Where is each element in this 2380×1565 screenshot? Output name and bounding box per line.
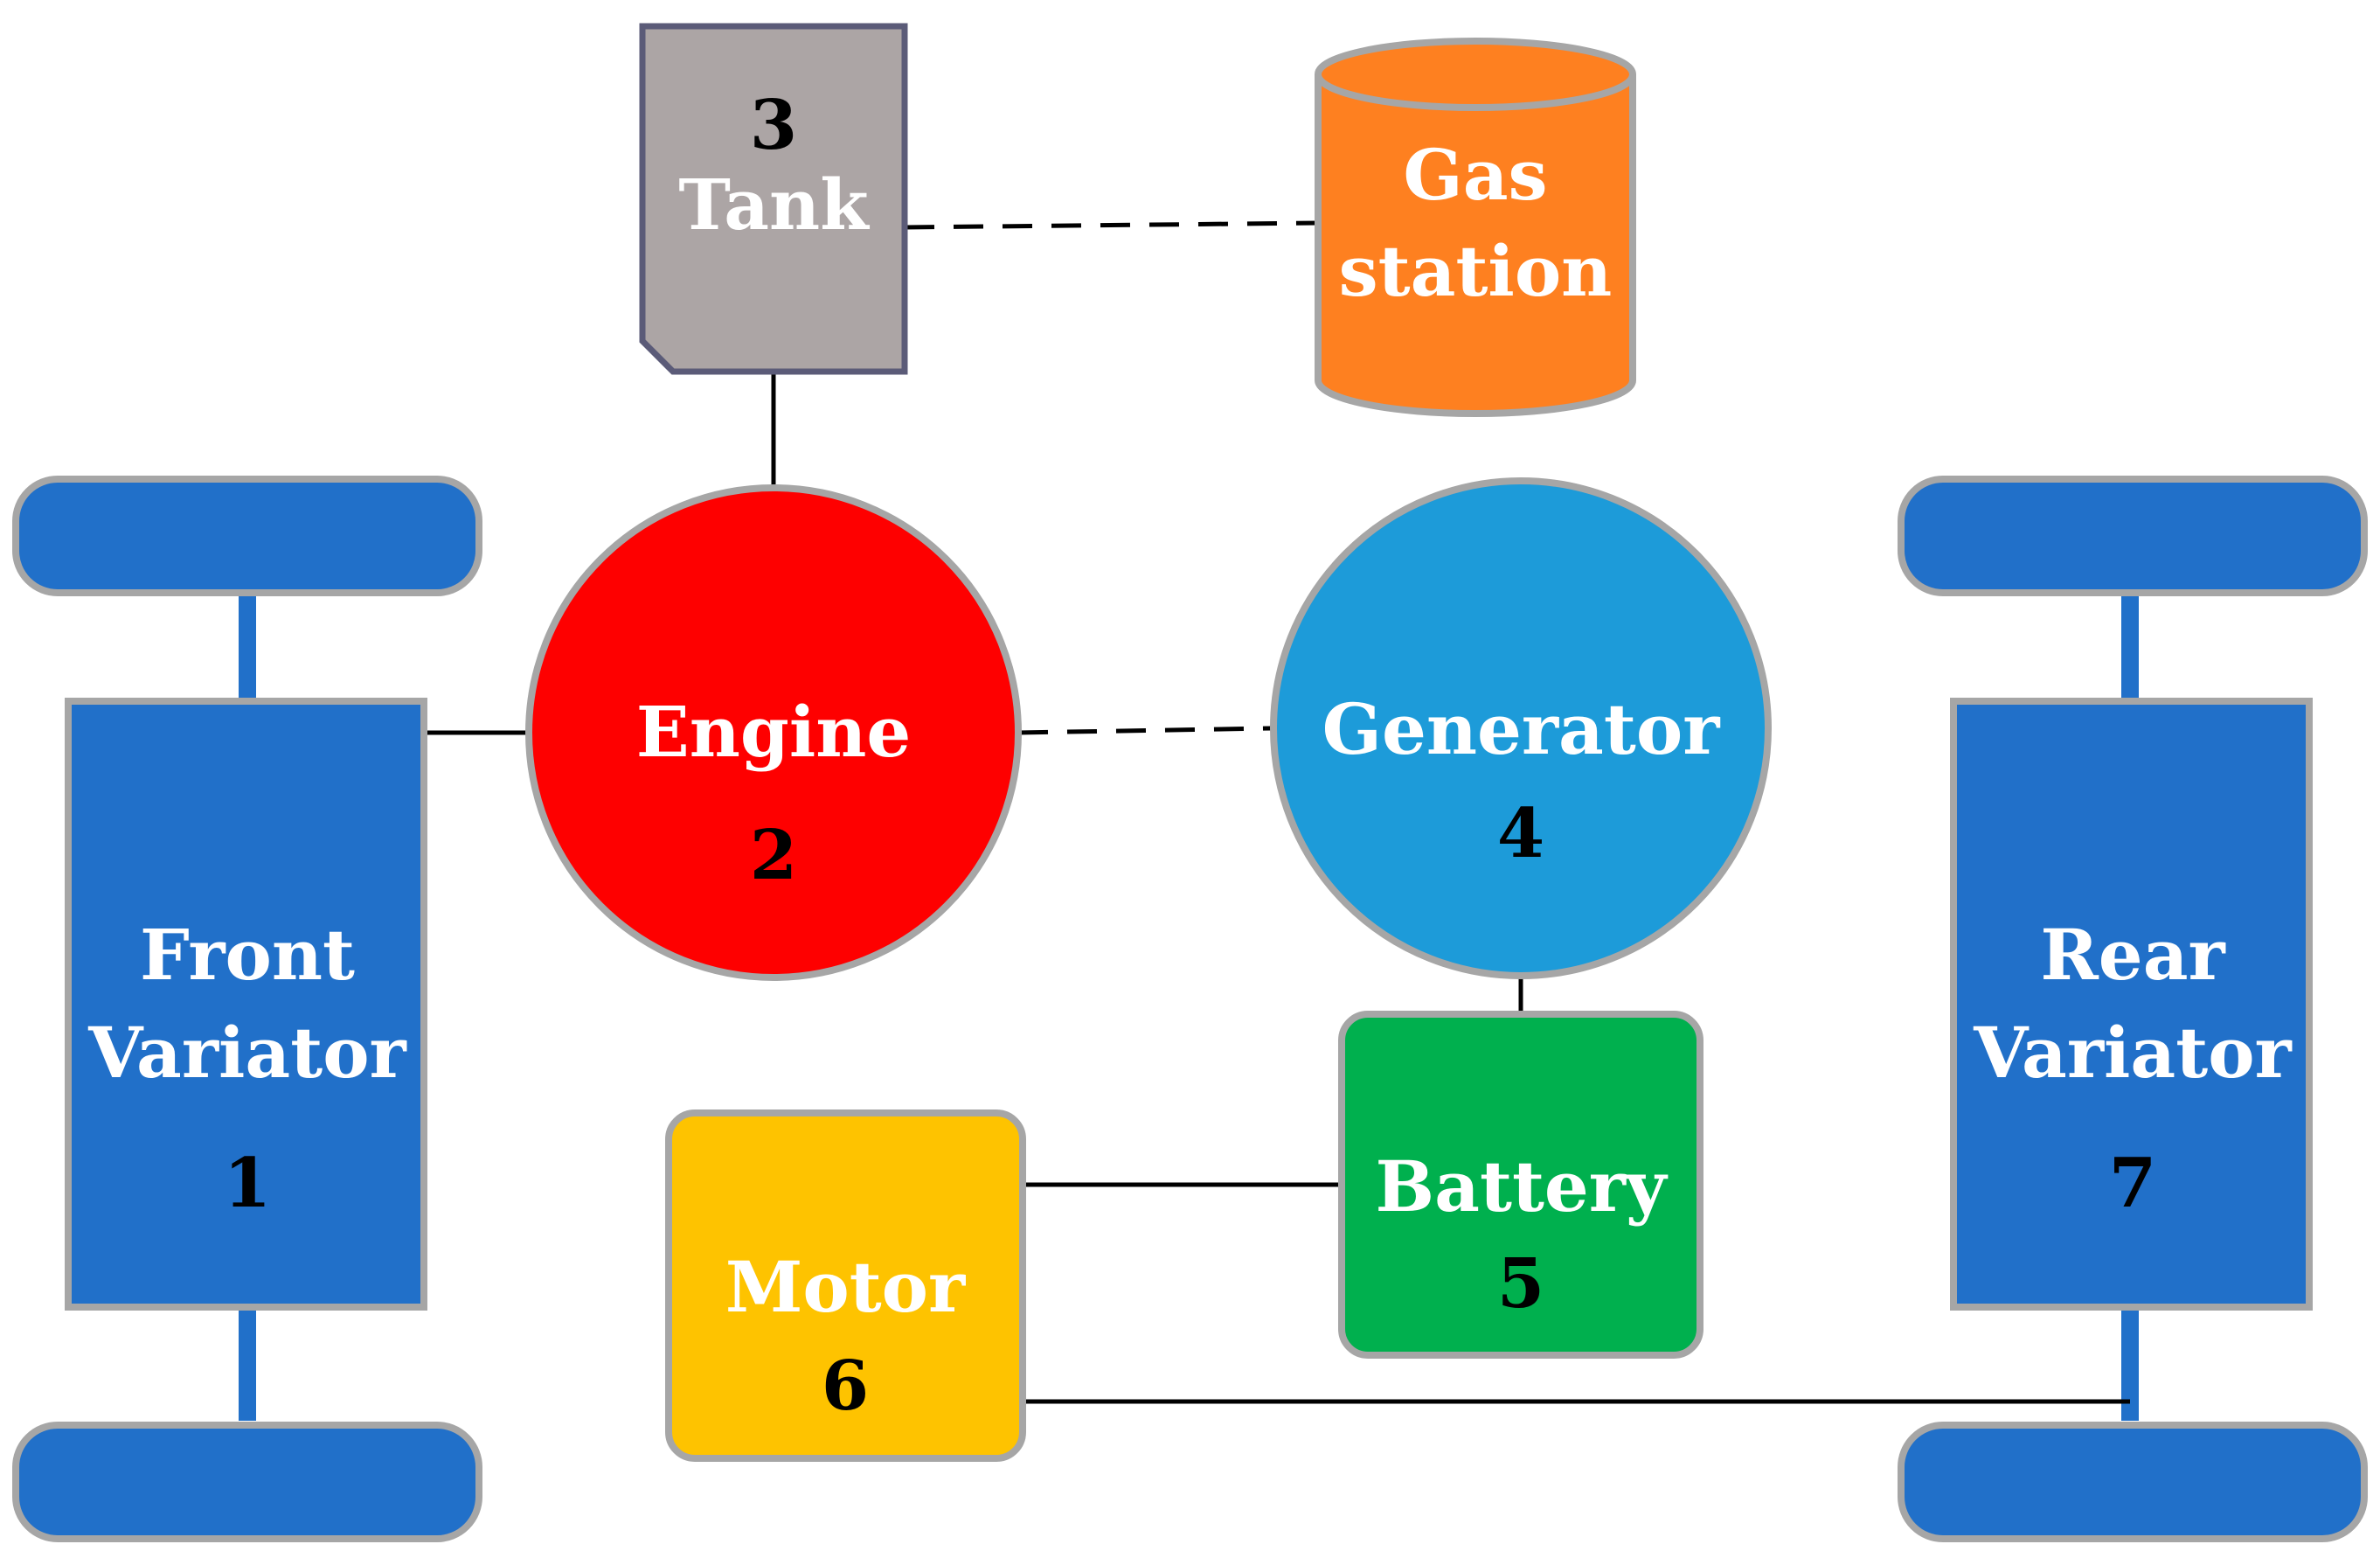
motor-number: 6: [822, 1346, 869, 1426]
gas-station-label-line2: station: [1339, 230, 1613, 312]
rear-variator-box: [1950, 698, 2313, 1311]
motor-box: [665, 1109, 1026, 1462]
engine-circle: [525, 484, 1022, 981]
front-top-wheel: [12, 476, 482, 596]
front-variator: Front Variator 1: [65, 698, 427, 1311]
engine-generator-link: [1017, 726, 1273, 735]
front-variator-number: 1: [224, 1144, 271, 1223]
connectors: [239, 220, 2139, 1421]
gas-station-body: [1315, 74, 1636, 417]
tank-label: Tank: [678, 163, 870, 246]
front-variator-label-line1: Front: [140, 914, 355, 996]
gas-station: Gas station: [1315, 38, 1636, 417]
rear-top-wheel: [1898, 476, 2368, 596]
tank-shape: [639, 23, 908, 375]
generator: Generator 4: [1270, 477, 1772, 979]
tank-number: 3: [750, 86, 797, 165]
battery: Battery 5: [1338, 1011, 1703, 1359]
tank-gas-station-link: [904, 220, 1321, 230]
front-variator-box: [65, 698, 427, 1311]
front-variator-label-line2: Variator: [87, 1012, 406, 1094]
engine-label: Engine: [636, 691, 912, 773]
battery-label: Battery: [1376, 1145, 1669, 1228]
rear-variator: Rear Variator 7: [1950, 698, 2313, 1311]
generator-label: Generator: [1322, 688, 1721, 770]
motor: Motor 6: [665, 1109, 1026, 1462]
engine: Engine 2: [525, 484, 1022, 981]
gas-station-top: [1315, 38, 1636, 111]
motor-label: Motor: [725, 1246, 966, 1328]
front-bottom-wheel: [12, 1422, 482, 1542]
tank: 3 Tank: [639, 23, 908, 375]
generator-number: 4: [1497, 794, 1544, 873]
battery-box: [1338, 1011, 1703, 1359]
rear-variator-number: 7: [2109, 1144, 2156, 1223]
rear-variator-label-line2: Variator: [1973, 1012, 2292, 1094]
gas-station-label-line1: Gas: [1403, 134, 1547, 216]
engine-number: 2: [750, 816, 797, 895]
generator-circle: [1270, 477, 1772, 979]
rear-variator-label-line1: Rear: [2040, 914, 2225, 996]
battery-number: 5: [1497, 1244, 1544, 1324]
rear-bottom-wheel: [1898, 1422, 2368, 1542]
